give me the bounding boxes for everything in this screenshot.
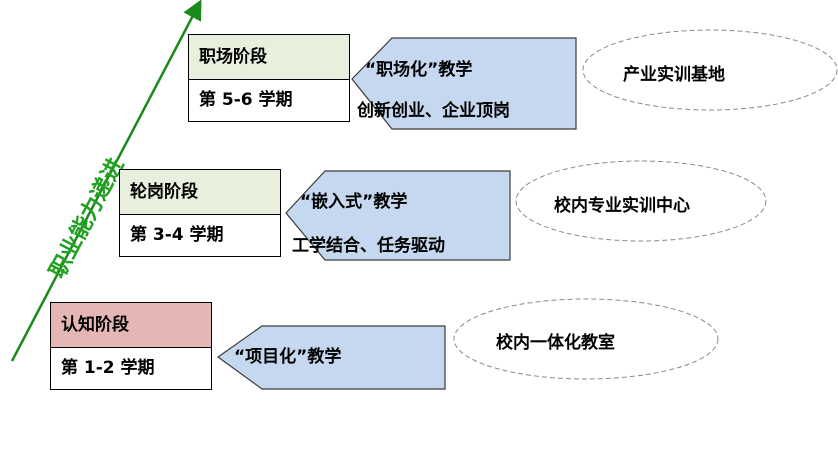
stage-name: 认知阶段 bbox=[51, 303, 211, 348]
stage-semester: 第 1-2 学期 bbox=[61, 358, 155, 378]
stage-semester: 第 3-4 学期 bbox=[130, 225, 224, 245]
stage-box-workplace: 职场阶段 第 5-6 学期 bbox=[188, 34, 350, 122]
venue-label: 校内一体化教室 bbox=[496, 333, 615, 353]
venue-ellipse-training-center bbox=[515, 160, 767, 242]
teaching-mode: “嵌入式”教学 bbox=[300, 192, 408, 212]
callout-pentagon-cognition bbox=[216, 325, 446, 390]
teaching-mode: “职场化”教学 bbox=[365, 60, 473, 80]
stage-box-rotation: 轮岗阶段 第 3-4 学期 bbox=[119, 169, 281, 257]
teaching-detail: 工学结合、任务驱动 bbox=[292, 236, 445, 256]
teaching-mode: “项目化”教学 bbox=[234, 347, 342, 367]
stage-semester: 第 5-6 学期 bbox=[199, 90, 293, 110]
teaching-detail: 创新创业、企业顶岗 bbox=[357, 101, 510, 121]
stage-box-cognition: 认知阶段 第 1-2 学期 bbox=[50, 302, 212, 390]
venue-ellipse-industry-base bbox=[582, 29, 838, 111]
callout-pentagon-workplace bbox=[351, 37, 577, 130]
stage-name: 职场阶段 bbox=[189, 35, 349, 80]
venue-label: 产业实训基地 bbox=[623, 65, 725, 85]
stage-name: 轮岗阶段 bbox=[120, 170, 280, 215]
venue-ellipse-classroom bbox=[453, 298, 719, 380]
progress-arrow bbox=[10, 0, 202, 362]
callout-pentagon-rotation bbox=[285, 170, 511, 261]
venue-label: 校内专业实训中心 bbox=[554, 196, 690, 216]
